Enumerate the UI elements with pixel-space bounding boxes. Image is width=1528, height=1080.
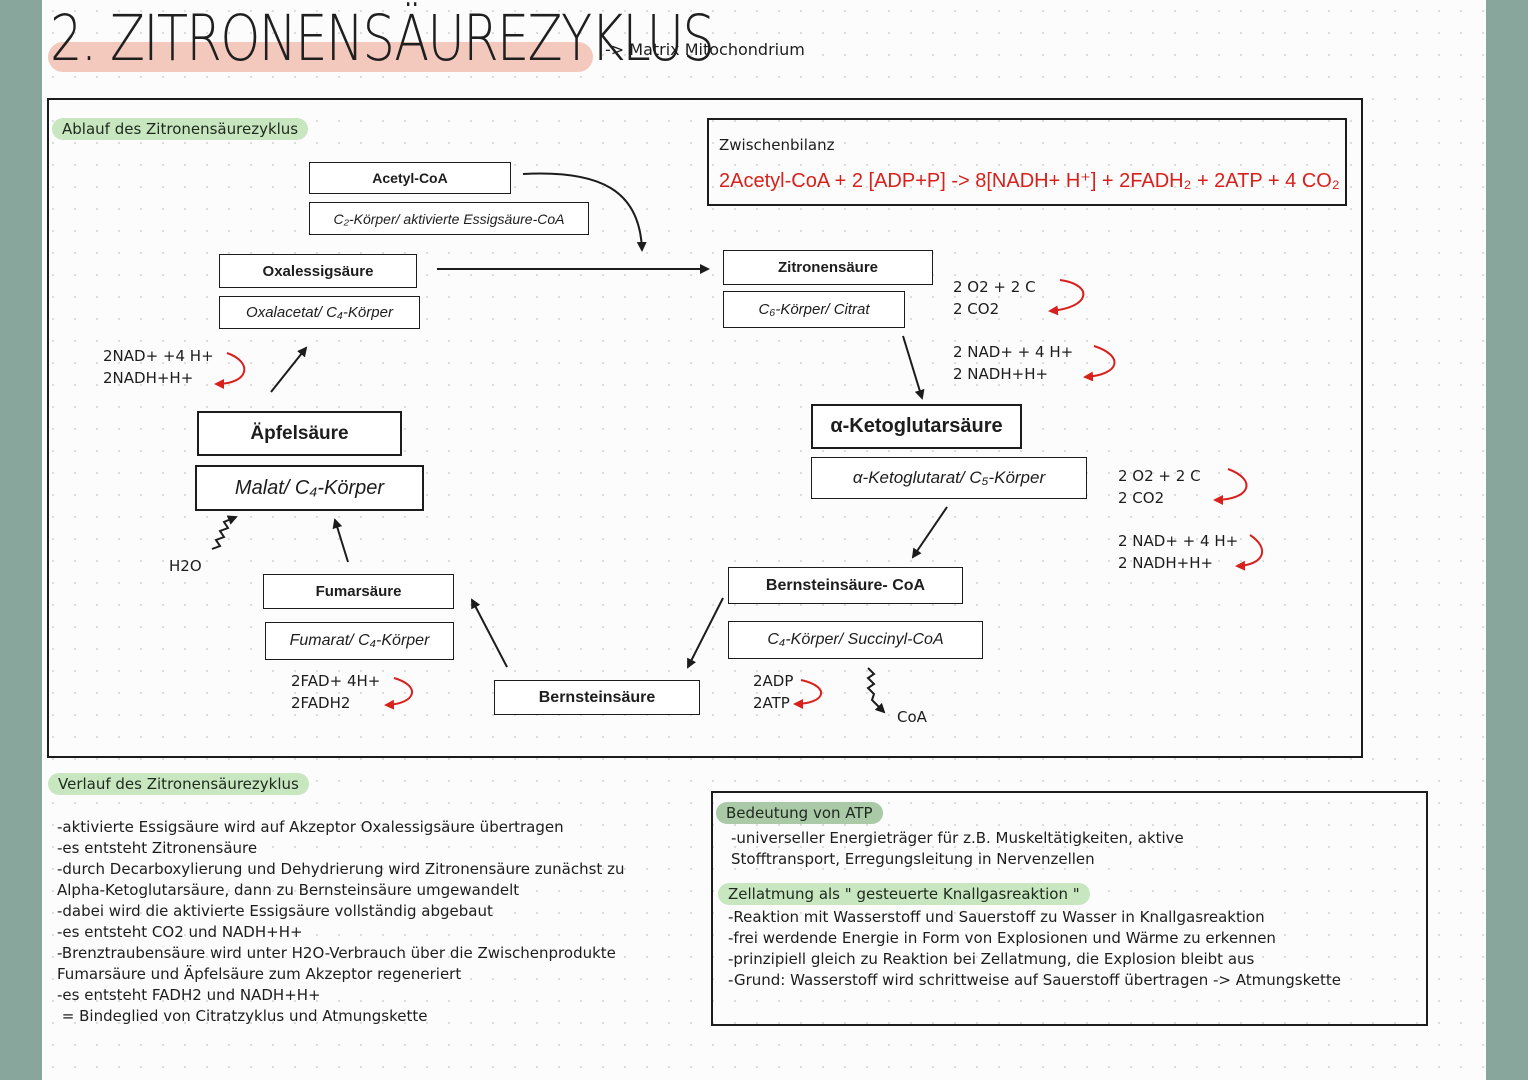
- keto-nad-line-2: 2 NADH+H+: [1118, 554, 1214, 572]
- arrow-apfel-to-oxal: [270, 346, 308, 393]
- bedeutung-section-label: Bedeutung von ATP: [716, 802, 883, 824]
- cycle-diagram-frame: [47, 98, 1363, 758]
- verlauf-line: -aktivierte Essigsäure wird auf Akzeptor…: [57, 818, 564, 836]
- verlauf-text: -aktivierte Essigsäure wird auf Akzeptor…: [57, 817, 624, 1027]
- left-edge-band: [0, 0, 42, 1080]
- zitronensaeure-desc-box: C₆-Körper/ Citrat: [723, 291, 905, 328]
- oxalessigsaeure-box: Oxalessigsäure: [219, 254, 417, 288]
- summary-equation: 2Acetyl-CoA + 2 [ADP+P] -> 8[NADH+ H⁺] +…: [719, 170, 1340, 192]
- verlauf-line: -es entsteht Zitronensäure: [57, 839, 258, 857]
- verlauf-section-label: Verlauf des Zitronensäurezyklus: [48, 773, 309, 795]
- malat-nad-note: 2NAD+ +4 H+ 2NADH+H+: [103, 345, 214, 389]
- keto-co2-line-1: 2 O2 + 2 C: [1118, 467, 1201, 485]
- red-arrow-zitro-nad: [1083, 345, 1116, 382]
- verlauf-line: -es entsteht FADH2 und NADH+H+: [57, 986, 321, 1004]
- zellatmung-section-label: Zellatmung als " gesteuerte Knallgasreak…: [718, 883, 1090, 905]
- zitro-co2-line-2: 2 CO2: [953, 300, 1000, 318]
- bernsteinsaeure-coa-desc-box: C₄-Körper/ Succinyl-CoA: [728, 621, 983, 659]
- bernsteinsaeure-coa-box: Bernsteinsäure- CoA: [728, 567, 963, 604]
- verlauf-line: -durch Decarboxylierung und Dehydrierung…: [57, 860, 625, 878]
- verlauf-line: -dabei wird die aktivierte Essigsäure vo…: [57, 902, 493, 920]
- title-highlight: [48, 42, 593, 72]
- zitronensaeure-box: Zitronensäure: [723, 250, 933, 285]
- red-arrow-keto-co2: [1213, 468, 1248, 505]
- red-arrow-fad: [384, 677, 414, 710]
- keto-co2-note: 2 O2 + 2 C 2 CO2: [1118, 465, 1201, 509]
- bedeutung-line: -universeller Energieträger für z.B. Mus…: [731, 829, 1184, 847]
- arrow-acetyl-to-zitro: [522, 172, 647, 252]
- aepfelsaeure-box: Äpfelsäure: [197, 411, 402, 456]
- fumarsaeure-desc-box: Fumarat/ C₄-Körper: [265, 622, 454, 660]
- fad-note: 2FAD+ 4H+ 2FADH2: [291, 670, 380, 714]
- summary-box: Zwischenbilanz 2Acetyl-CoA + 2 [ADP+P] -…: [707, 118, 1347, 206]
- verlauf-line: = Bindeglied von Citratzyklus und Atmung…: [57, 1007, 428, 1025]
- fumarsaeure-box: Fumarsäure: [263, 574, 454, 609]
- ketoglutarsaeure-box: α-Ketoglutarsäure: [811, 404, 1022, 449]
- malat-nad-line-2: 2NADH+H+: [103, 369, 194, 387]
- right-edge-band: [1486, 0, 1528, 1080]
- zitro-nad-line-2: 2 NADH+H+: [953, 365, 1049, 383]
- acetyl-coa-desc-box: C₂-Körper/ aktivierte Essigsäure-CoA: [309, 202, 589, 235]
- arrow-berncoa-to-bern: [687, 597, 724, 669]
- page-subtitle: -> Matrix Mitochondrium: [605, 40, 805, 59]
- bedeutung-text: -universeller Energieträger für z.B. Mus…: [731, 828, 1184, 870]
- summary-label: Zwischenbilanz: [719, 136, 835, 154]
- keto-co2-line-2: 2 CO2: [1118, 489, 1165, 507]
- atp-line-2: 2ATP: [753, 694, 790, 712]
- red-arrow-keto-nad: [1235, 534, 1264, 571]
- atp-note: 2ADP 2ATP: [753, 670, 793, 714]
- verlauf-line: Alpha-Ketoglutarsäure, dann zu Bernstein…: [57, 881, 520, 899]
- zellatmung-line: -Reaktion mit Wasserstoff und Sauerstoff…: [728, 908, 1265, 926]
- zellatmung-line: -Grund: Wasserstoff wird schrittweise au…: [728, 971, 1341, 989]
- fad-line-2: 2FADH2: [291, 694, 351, 712]
- keto-nad-note: 2 NAD+ + 4 H+ 2 NADH+H+: [1118, 530, 1238, 574]
- keto-nad-line-1: 2 NAD+ + 4 H+: [1118, 532, 1239, 550]
- page-title: 2. ZITRONENSÄUREZYKLUS: [50, 2, 715, 75]
- zellatmung-line: -prinzipiell gleich zu Reaktion bei Zell…: [728, 950, 1255, 968]
- atp-info-frame: [711, 791, 1428, 1026]
- arrow-bern-to-fumar: [471, 598, 508, 668]
- bedeutung-line: Stofftransport, Erregungsleitung in Nerv…: [731, 850, 1095, 868]
- verlauf-line: -es entsteht CO2 und NADH+H+: [57, 923, 303, 941]
- zellatmung-text: -Reaktion mit Wasserstoff und Sauerstoff…: [728, 907, 1341, 991]
- atp-line-1: 2ADP: [753, 672, 794, 690]
- arrow-keto-to-berncoa: [911, 506, 948, 559]
- zitro-co2-note: 2 O2 + 2 C 2 CO2: [953, 276, 1036, 320]
- cycle-section-label: Ablauf des Zitronensäurezyklus: [52, 118, 309, 140]
- zitro-co2-line-1: 2 O2 + 2 C: [953, 278, 1036, 296]
- zitro-nad-note: 2 NAD+ + 4 H+ 2 NADH+H+: [953, 341, 1073, 385]
- arrow-coa-squiggle: [866, 667, 886, 714]
- aepfelsaeure-desc-box: Malat/ C₄-Körper: [195, 465, 424, 511]
- arrow-h2o-squiggle: [211, 515, 238, 550]
- ketoglutarsaeure-desc-box: α-Ketoglutarat/ C₅-Körper: [811, 457, 1087, 499]
- fad-line-1: 2FAD+ 4H+: [291, 672, 381, 690]
- arrow-fumar-to-apfel: [332, 518, 349, 563]
- verlauf-line: Fumarsäure und Äpfelsäure zum Akzeptor r…: [57, 965, 462, 983]
- malat-nad-line-1: 2NAD+ +4 H+: [103, 347, 214, 365]
- zellatmung-line: -frei werdende Energie in Form von Explo…: [728, 929, 1276, 947]
- oxalessigsaeure-desc-box: Oxalacetat/ C₄-Körper: [219, 296, 420, 329]
- coa-note: CoA: [897, 708, 927, 726]
- verlauf-line: -Brenztraubensäure wird unter H2O-Verbra…: [57, 944, 616, 962]
- acetyl-coa-box: Acetyl-CoA: [309, 162, 511, 194]
- red-arrow-atp: [793, 679, 823, 709]
- zitro-nad-line-1: 2 NAD+ + 4 H+: [953, 343, 1074, 361]
- red-arrow-malat-nad: [214, 352, 246, 389]
- arrow-zitro-to-keto: [902, 335, 925, 400]
- red-arrow-zitro-co2: [1048, 279, 1085, 316]
- h2o-note: H2O: [169, 557, 202, 575]
- bernsteinsaeure-box: Bernsteinsäure: [494, 680, 700, 715]
